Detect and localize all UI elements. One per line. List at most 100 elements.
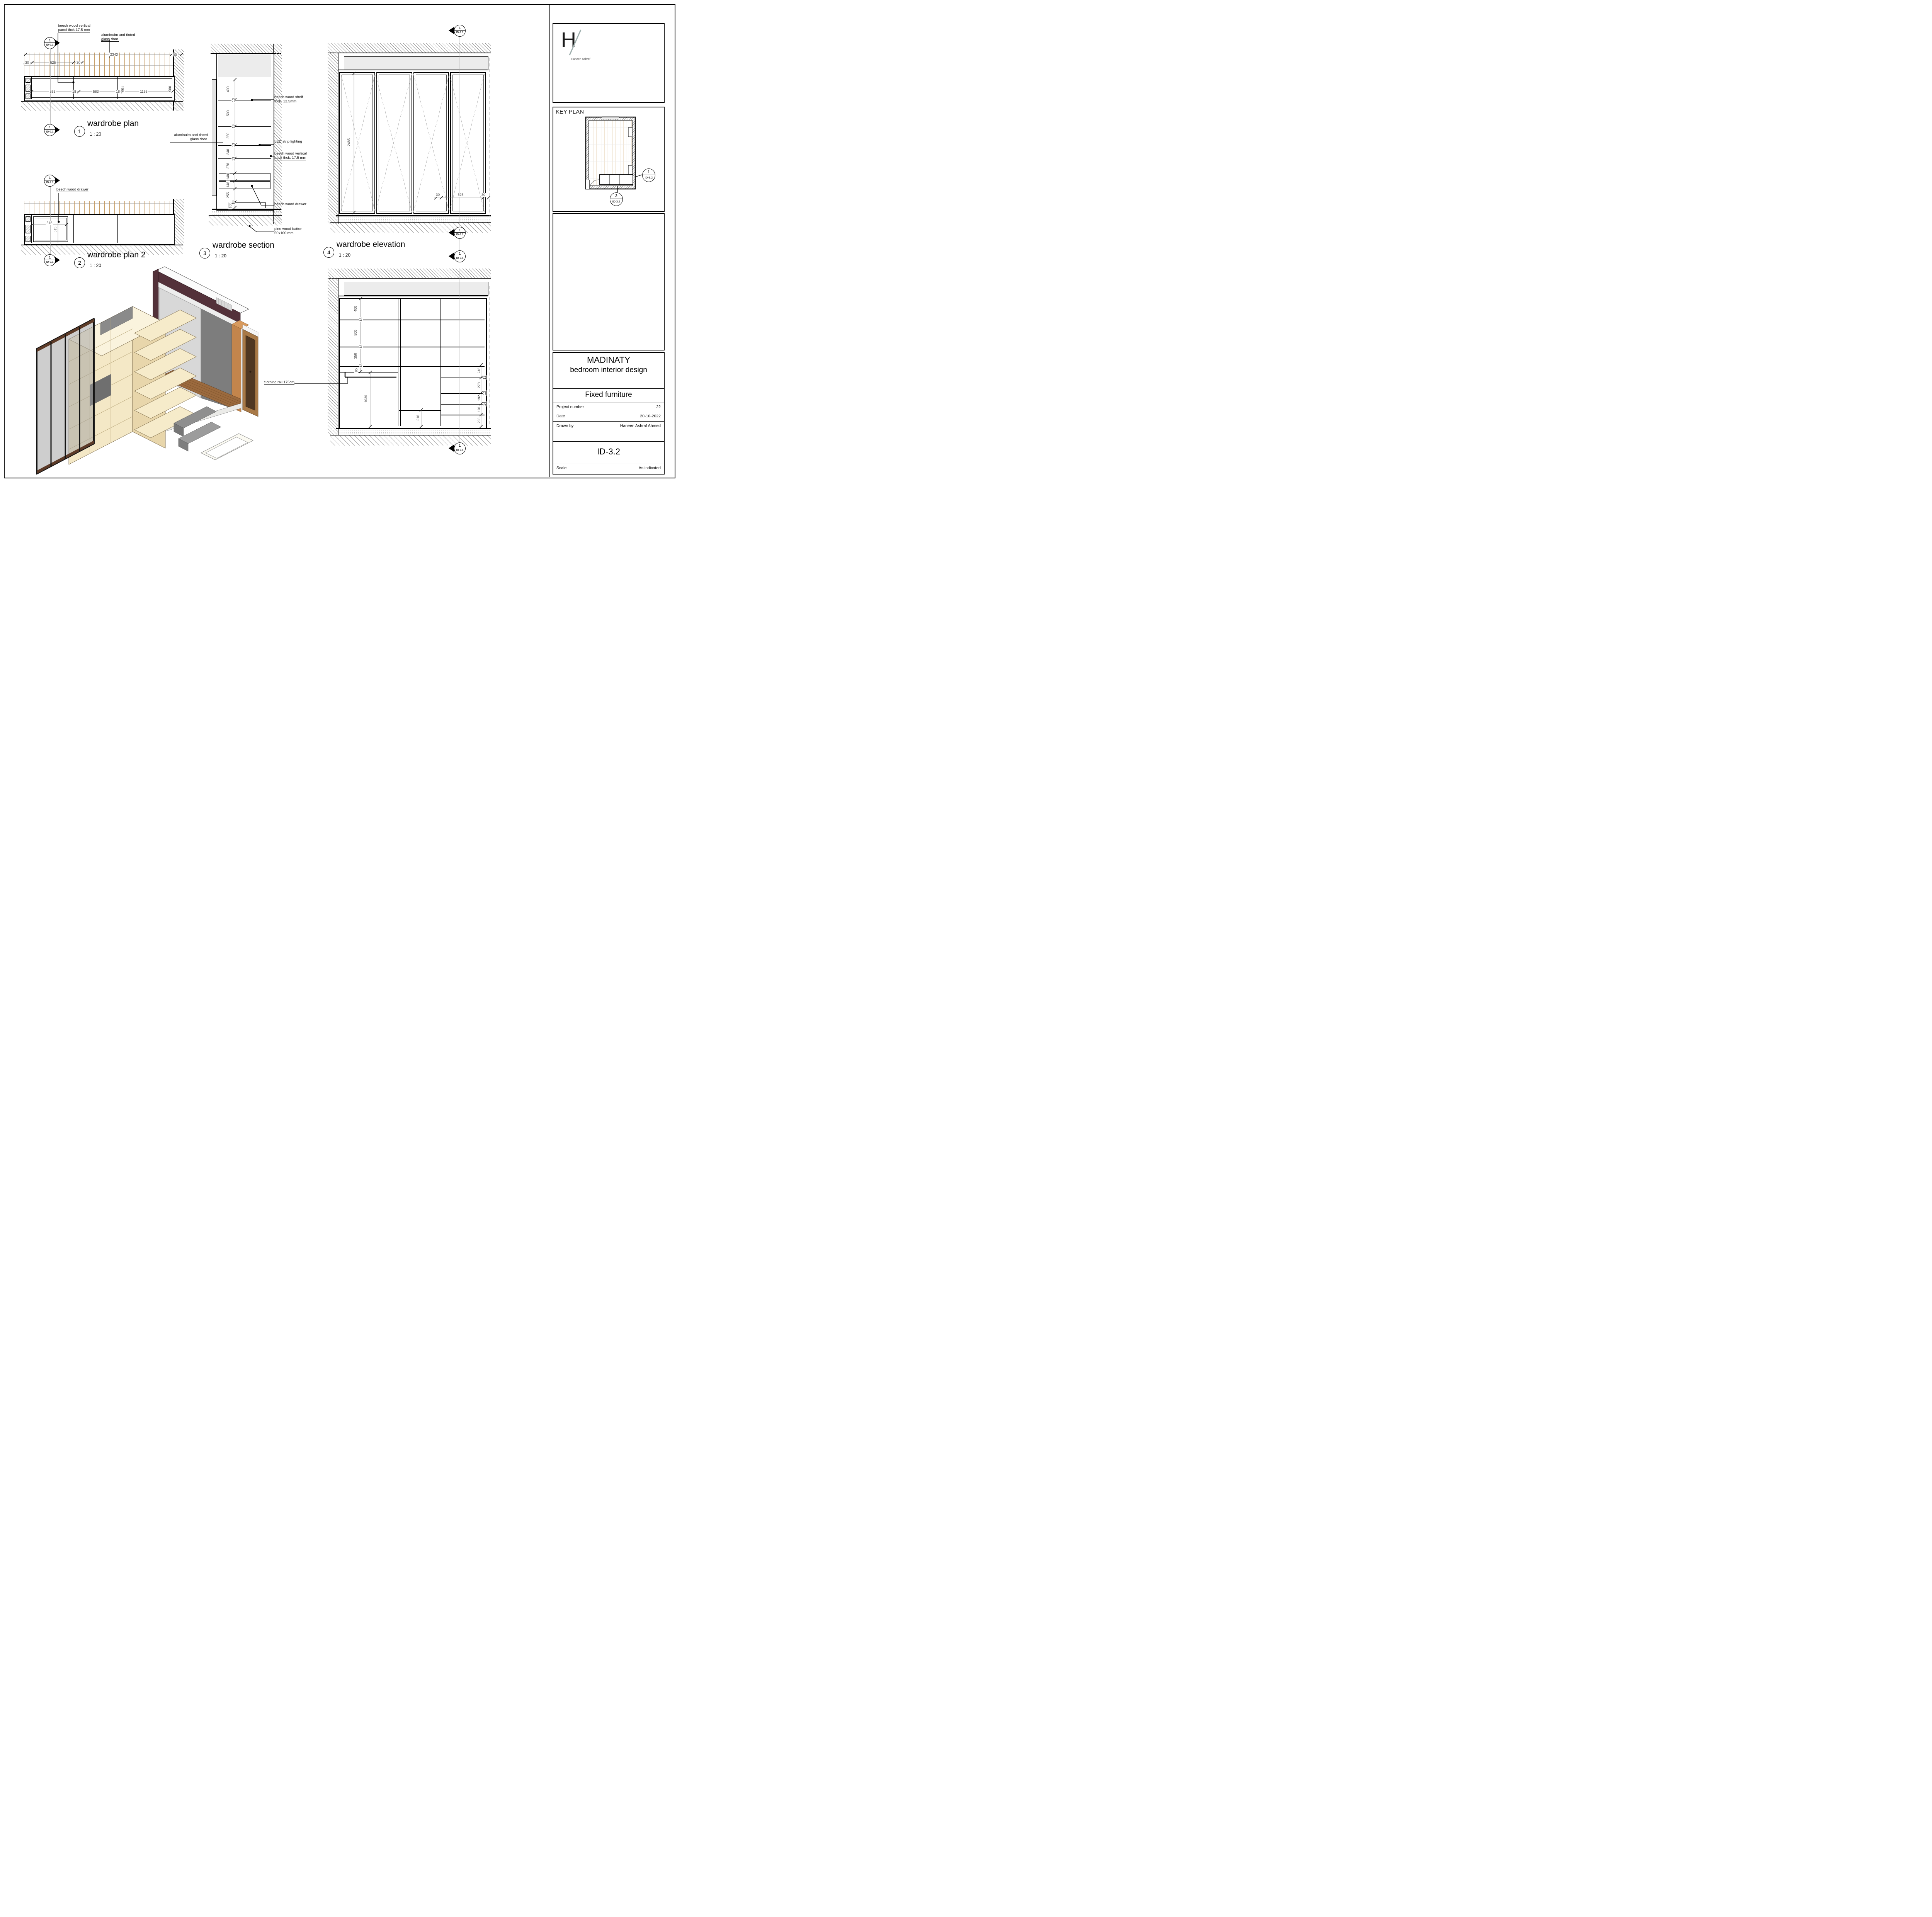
drawing-sheet: 2343 55 30 525 30 563 18 563 18 551 1166… <box>0 0 678 479</box>
plan1-jamb-line <box>31 77 32 99</box>
marker-sheet: ID-2.1 <box>46 181 54 184</box>
wardrobe-door-panel[interactable] <box>339 72 375 214</box>
elev-floor-line <box>336 215 491 216</box>
marker-sheet: ID-2.1 <box>456 233 464 236</box>
plan2-partition <box>117 215 120 243</box>
section-shelf-label: beech wood shelf thck. 12.5mm <box>274 95 303 104</box>
dim-label: 350 <box>226 132 230 139</box>
row-value: Haneen Ashraf Ahmed <box>620 424 661 428</box>
label-line: beech wood drawer <box>274 202 306 206</box>
plan1-door-label: aluminuim and tinted glass door. <box>101 33 135 42</box>
marker-sheet: ID-2.1 <box>46 131 54 133</box>
dim-label: 500 <box>226 109 230 117</box>
marker-number: 1 <box>454 443 465 448</box>
row-label: Project number <box>556 405 584 409</box>
dim-label: 191 <box>477 405 481 413</box>
section-arrow-icon <box>449 444 454 452</box>
dim-label: 248 <box>477 367 481 374</box>
label-line: clothing rail 175cm <box>264 380 294 385</box>
plan1-bottom-hatch <box>21 101 183 111</box>
dim-label: 525 <box>457 193 464 197</box>
marker-number: 1 <box>44 37 55 43</box>
plan1-view-scale: 1 : 20 <box>90 131 102 137</box>
dim-label: 13 <box>359 344 363 350</box>
plan1-jamb-block <box>26 94 31 99</box>
label-line: panel thck.17.5 mm <box>58 27 90 32</box>
plan2-floor-planks <box>24 201 173 214</box>
elev2-rail-label: clothing rail 175cm <box>258 380 294 385</box>
elev2-shelf-mid <box>399 410 440 411</box>
titleblock-scale-row: Scale As indicated <box>553 463 664 474</box>
section-view-number: 3 <box>199 248 210 259</box>
dim-label: 13 <box>231 142 235 148</box>
section-view-scale: 1 : 20 <box>215 253 227 259</box>
titleblock-row: Date 20-10-2022 <box>553 412 664 422</box>
wardrobe-door-panel[interactable] <box>376 72 412 214</box>
dim-label: 500 <box>354 329 357 337</box>
dim-label: 95 <box>354 367 358 373</box>
section-arrow-icon <box>449 229 454 236</box>
dim-label: 515 <box>53 226 57 233</box>
plan1-jamb-block <box>26 85 31 92</box>
elev2-left-wall-hatch <box>328 278 338 435</box>
section-floor-line <box>212 209 281 210</box>
linework-overlay <box>23 33 643 475</box>
marker-number: 1 <box>44 124 55 130</box>
wardrobe-door-panel[interactable] <box>450 72 486 214</box>
clothing-rail <box>344 372 396 378</box>
elev2-soffit <box>344 282 488 296</box>
dim-label: 30 <box>435 193 441 197</box>
section-left-label: aluminuim and tinted glass door. <box>168 133 208 142</box>
dim-label: 148 <box>226 181 230 189</box>
elev-view-scale: 1 : 20 <box>339 252 351 258</box>
keyplan-callout[interactable]: 1 ID-3.2 <box>642 168 655 182</box>
panel-divider <box>549 4 550 477</box>
elev2-top-wall-hatch <box>328 269 491 279</box>
section-batten-label: pine wood batten 50x100 mm <box>274 227 302 236</box>
dim-label: 350 <box>354 352 357 360</box>
dim-label: 551 <box>121 85 125 93</box>
title-block: MADINATY bedroom interior design Fixed f… <box>553 352 665 475</box>
sheet-number: ID-3.2 <box>597 447 620 456</box>
row-label: Scale <box>556 466 567 470</box>
dim-label: 13 <box>231 156 235 162</box>
plan1-partition <box>73 77 76 99</box>
project-name: MADINATY <box>587 355 631 365</box>
label-line: back thck. 17.5 mm <box>274 155 306 160</box>
dim-label: 255 <box>226 191 230 199</box>
project-subtitle: bedroom interior design <box>570 366 647 374</box>
dim-label: 13 <box>231 97 235 103</box>
dim-label: 230 <box>477 417 481 424</box>
section-screed <box>212 211 281 214</box>
section-drawer <box>219 173 270 181</box>
plan2-jamb-block <box>26 236 31 242</box>
plan2-drawer-inner <box>35 218 66 240</box>
logo-name: Haneen Ashraf <box>571 57 590 61</box>
dim-label: 13 <box>359 362 363 369</box>
row-value: As indicated <box>638 466 661 470</box>
section-view-title: wardrobe section <box>213 241 274 250</box>
dim-label: 30 <box>24 61 30 65</box>
plan2-view-title: wardrobe plan 2 <box>87 250 146 259</box>
dim-label: 14 <box>483 401 486 407</box>
dim-label: 13 <box>483 390 486 396</box>
dim-label: 18 <box>71 90 77 94</box>
iso-3d-view <box>36 266 259 475</box>
door-panel-frame <box>452 75 484 211</box>
section-shelf <box>218 126 271 127</box>
dim-label: 1036 <box>364 394 368 404</box>
keyplan-callout[interactable]: 2 ID-3.2 <box>610 192 623 206</box>
wardrobe-door-panel[interactable] <box>413 72 449 214</box>
label-line: glass door. <box>101 37 119 42</box>
elev-left-wall-hatch <box>328 53 338 224</box>
section-drawer-label: beech wood drawer <box>274 202 306 207</box>
plan1-door-leaf-line <box>32 78 172 79</box>
